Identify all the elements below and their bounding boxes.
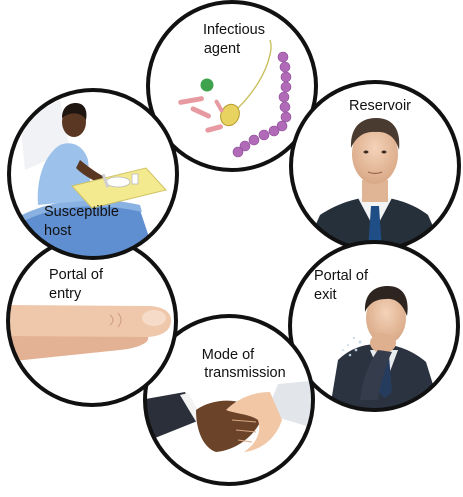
label-reservoir: Reservoir xyxy=(349,98,411,114)
node-reservoir: Reservoir xyxy=(291,82,459,260)
node-susceptible-host: Susceptible host xyxy=(5,90,177,270)
node-portal-of-exit: Portal of exit xyxy=(290,242,458,420)
node-portal-of-entry: Portal of entry xyxy=(4,237,176,405)
